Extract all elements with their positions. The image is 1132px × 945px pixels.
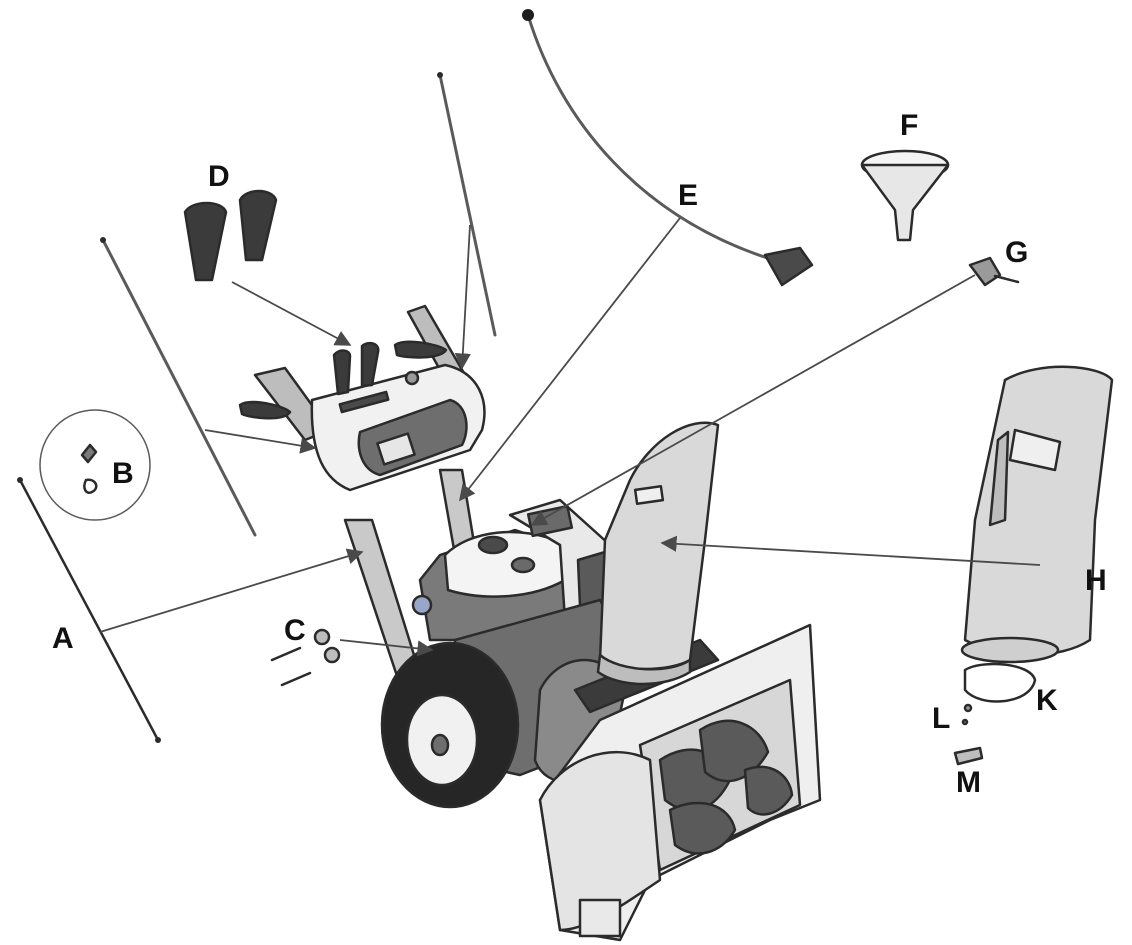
leader-h [660, 535, 1041, 566]
mounted-discharge-chute [596, 421, 720, 686]
part-d-lever-knobs [183, 189, 278, 282]
callout-f: F [900, 109, 918, 142]
panel-levers [332, 341, 380, 396]
callout-b: B [112, 457, 134, 490]
callout-labels: A B C D E F G H K L M [52, 109, 1107, 799]
callout-m: M [956, 766, 981, 799]
snow-blower-machine [238, 304, 822, 942]
part-f-funnel [860, 149, 950, 242]
callout-c: C [284, 614, 306, 647]
part-m-chute-pin [953, 746, 984, 766]
leader-c [339, 639, 434, 657]
auger-housing [538, 623, 822, 942]
callout-e: E [678, 179, 698, 212]
callout-g: G [1005, 236, 1028, 269]
auger-blades [658, 719, 794, 855]
part-c-bolts-nuts [270, 628, 341, 687]
part-k-chute-ring [963, 662, 1037, 703]
part-e-chute-crank [522, 9, 814, 287]
part-b-hardware-bag [39, 409, 151, 521]
control-panel [310, 363, 486, 492]
leader-g [530, 274, 976, 526]
part-left-control-cable [101, 238, 257, 537]
leader-left-cable [204, 429, 317, 454]
left-wheel [380, 641, 520, 809]
callout-h: H [1085, 564, 1107, 597]
left-hand-grip [238, 400, 292, 420]
leader-a [99, 548, 364, 633]
part-right-control-cable [438, 73, 497, 337]
part-h-discharge-chute [960, 365, 1114, 664]
leader-d [231, 281, 352, 346]
callout-d: D [208, 160, 230, 193]
right-hand-grip [393, 340, 448, 359]
part-l-screw [961, 703, 973, 726]
leader-e [459, 217, 681, 502]
engine [411, 498, 612, 642]
part-a-shift-rod [17, 477, 161, 743]
callout-a: A [52, 622, 74, 655]
leader-lines [99, 217, 1041, 657]
callout-l: L [932, 702, 950, 735]
part-g-ignition-key [968, 256, 1020, 287]
callout-k: K [1036, 684, 1058, 717]
leader-d-cable [454, 224, 471, 370]
